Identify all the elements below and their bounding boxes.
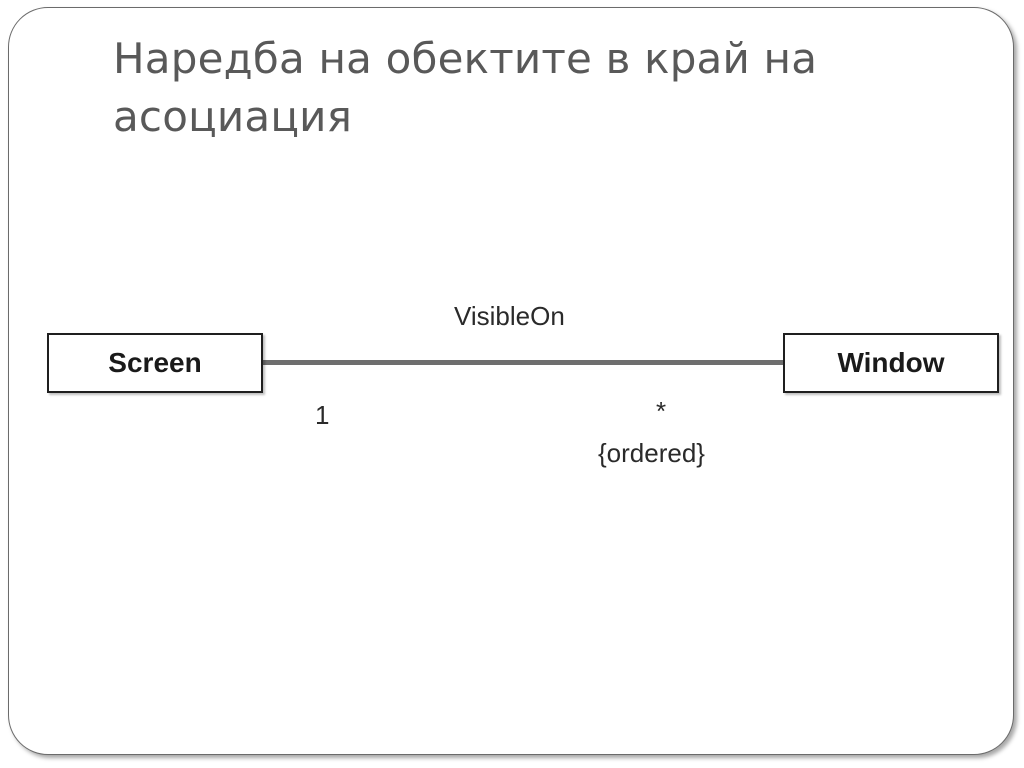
class-box-screen: Screen <box>47 333 263 393</box>
slide-title: Наредба на обектите в край на асоциация <box>113 34 818 141</box>
right-multiplicity-label: * <box>656 396 667 426</box>
ordered-constraint-label: {ordered} <box>598 438 705 468</box>
association-line <box>261 360 786 365</box>
class-box-window: Window <box>783 333 999 393</box>
left-multiplicity-label: 1 <box>315 400 330 430</box>
association-name-label: VisibleOn <box>454 301 565 331</box>
